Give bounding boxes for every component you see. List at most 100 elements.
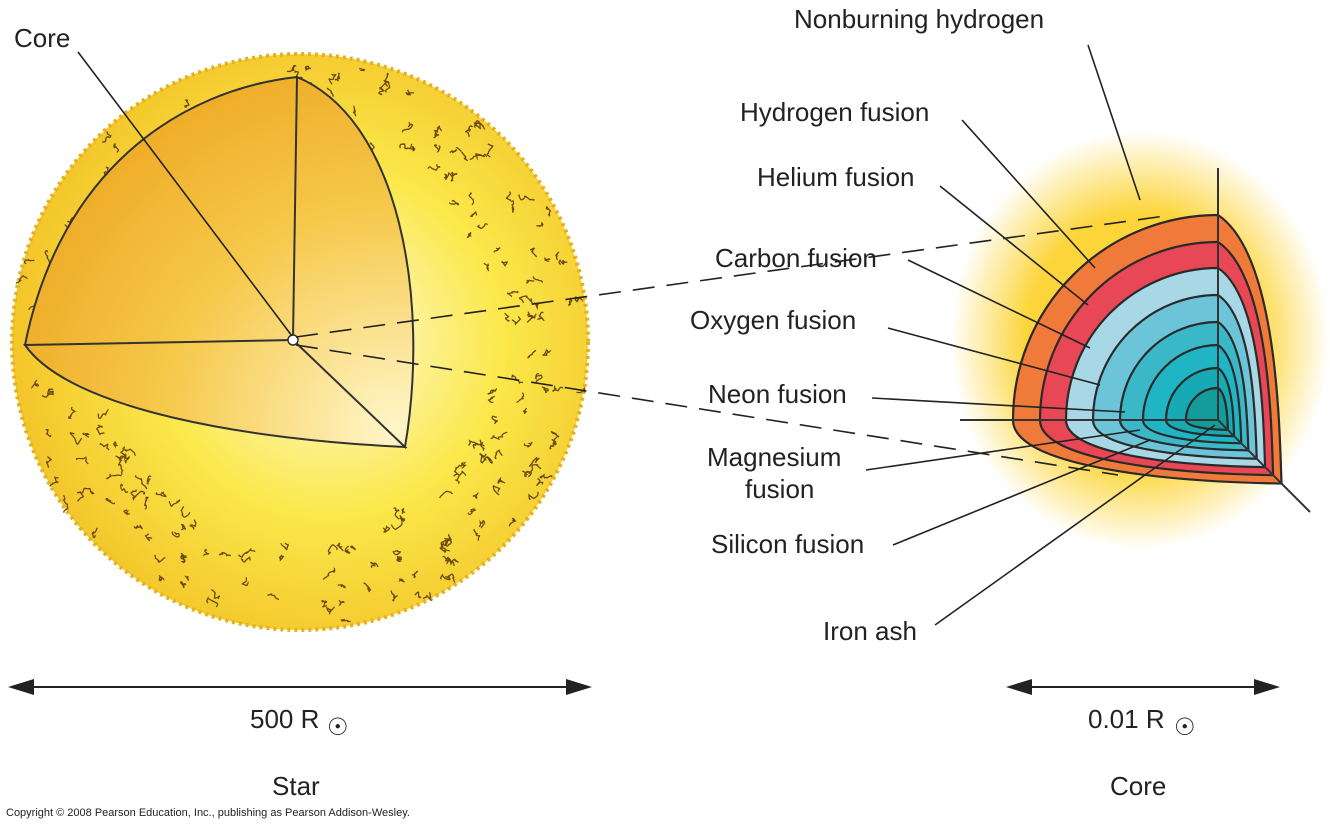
star-core-dot	[287, 334, 299, 346]
surface-granule	[326, 87, 334, 97]
projection-line-top	[295, 215, 1166, 338]
surface-granule	[550, 430, 560, 441]
surface-granule	[490, 431, 508, 441]
surface-granule	[82, 432, 90, 438]
caption-core: Core	[1110, 771, 1166, 801]
surface-granule	[267, 593, 280, 601]
surface-granule	[567, 297, 573, 306]
sun-symbol-icon: ☉	[1174, 714, 1196, 741]
surface-granule	[541, 386, 549, 394]
surface-granule	[453, 464, 461, 477]
surface-granule	[473, 529, 481, 541]
surface-granule	[526, 279, 535, 284]
surface-granule	[76, 491, 84, 502]
surface-granule	[206, 596, 219, 608]
surface-granule	[352, 105, 357, 117]
surface-granule	[542, 349, 552, 357]
surface-granule	[278, 554, 285, 562]
surface-granule	[117, 459, 124, 476]
surface-granule	[574, 296, 584, 303]
surface-granule	[113, 441, 118, 449]
surface-granule	[144, 496, 149, 510]
surface-granule	[501, 260, 508, 267]
surface-granule	[470, 210, 478, 217]
label-neon-fusion: Neon fusion	[708, 379, 847, 409]
surface-granule	[393, 507, 400, 520]
surface-granule	[523, 441, 533, 448]
surface-granule	[505, 191, 513, 203]
label-core: Core	[14, 23, 70, 53]
copyright: Copyright © 2008 Pearson Education, Inc.…	[6, 807, 410, 819]
surface-granule	[518, 194, 535, 201]
surface-granule	[449, 149, 458, 154]
surface-granule	[536, 221, 544, 228]
surface-granule	[180, 523, 186, 531]
surface-granule	[493, 247, 501, 253]
surface-granule	[336, 542, 344, 552]
surface-granule	[521, 470, 532, 478]
surface-granule	[327, 544, 338, 555]
surface-granule	[115, 455, 125, 461]
surface-granule	[359, 67, 366, 72]
surface-granule	[492, 485, 501, 496]
surface-granule	[340, 619, 351, 623]
surface-granule	[144, 533, 153, 542]
surface-granule	[401, 507, 406, 514]
surface-granule	[132, 490, 146, 499]
surface-granule	[536, 478, 544, 487]
surface-granule	[480, 453, 487, 464]
surface-granule	[478, 519, 486, 529]
surface-granule	[472, 492, 479, 499]
surface-granule	[475, 153, 488, 160]
surface-granule	[113, 143, 120, 153]
surface-granule	[487, 395, 496, 404]
surface-granule	[479, 453, 487, 458]
surface-granule	[184, 575, 190, 581]
core-scale-arrow	[1006, 679, 1280, 695]
surface-granule	[473, 120, 486, 130]
surface-granule	[427, 163, 441, 171]
surface-granule	[522, 407, 528, 415]
surface-granule	[286, 64, 297, 73]
surface-granule	[180, 556, 187, 564]
surface-granule	[189, 519, 197, 530]
surface-granule	[450, 171, 458, 182]
surface-granule	[45, 428, 52, 437]
surface-granule	[184, 99, 190, 108]
surface-granule	[102, 131, 112, 143]
surface-granule	[69, 432, 83, 445]
surface-granule	[399, 143, 409, 150]
surface-granule	[439, 490, 454, 499]
surface-granule	[241, 577, 250, 587]
surface-granule	[155, 491, 167, 498]
surface-granule	[344, 545, 351, 554]
surface-granule	[99, 443, 110, 451]
surface-granule	[30, 379, 39, 389]
surface-granule	[370, 561, 379, 569]
surface-granule	[511, 316, 522, 326]
surface-granule	[384, 80, 391, 93]
surface-granule	[406, 143, 416, 152]
surface-granule	[23, 258, 35, 265]
surface-granule	[506, 290, 519, 298]
surface-granule	[120, 446, 126, 460]
surface-granule	[328, 73, 337, 85]
surface-granule	[558, 259, 568, 266]
surface-granule	[158, 575, 165, 582]
label-magnesium-fusion-line1: Magnesium	[707, 442, 841, 472]
surface-granule	[487, 387, 498, 395]
label-helium-fusion: Helium fusion	[757, 162, 915, 192]
label-carbon-fusion: Carbon fusion	[715, 243, 877, 273]
surface-granule	[124, 448, 136, 457]
surface-granule	[133, 524, 143, 530]
surface-granule	[544, 257, 551, 262]
label-magnesium-fusion-line2: fusion	[745, 474, 814, 504]
surface-granule	[537, 311, 545, 321]
surface-granule	[518, 295, 532, 303]
surface-granule	[405, 89, 415, 96]
surface-granule	[210, 588, 221, 600]
surface-granule	[15, 275, 28, 284]
surface-granule	[433, 144, 441, 153]
surface-granule	[238, 548, 256, 559]
